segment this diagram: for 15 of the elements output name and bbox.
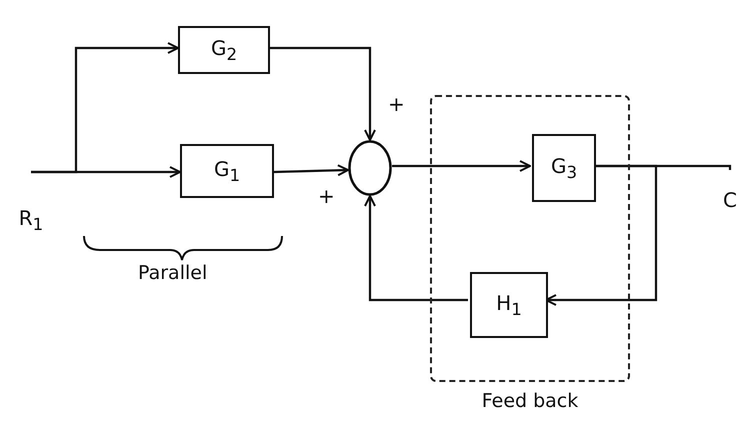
signal-line	[31, 166, 181, 178]
signal-label: C	[723, 188, 737, 212]
group-caption: Feed back	[480, 389, 580, 412]
signal-line	[274, 164, 349, 176]
signal-line	[364, 195, 468, 302]
signal-label: R$_{1}$	[18, 206, 44, 234]
transfer-function-block: G$_{1}$	[180, 144, 274, 198]
group-caption: Parallel	[138, 262, 208, 284]
signal-line	[270, 46, 376, 141]
sign-label: +	[388, 92, 405, 116]
sign-label: +	[318, 184, 335, 208]
transfer-function-block: G$_{3}$	[532, 134, 596, 202]
transfer-function-block: H$_{1}$	[470, 272, 548, 338]
transfer-function-block: G$_{2}$	[178, 26, 270, 74]
signal-line	[392, 160, 531, 172]
